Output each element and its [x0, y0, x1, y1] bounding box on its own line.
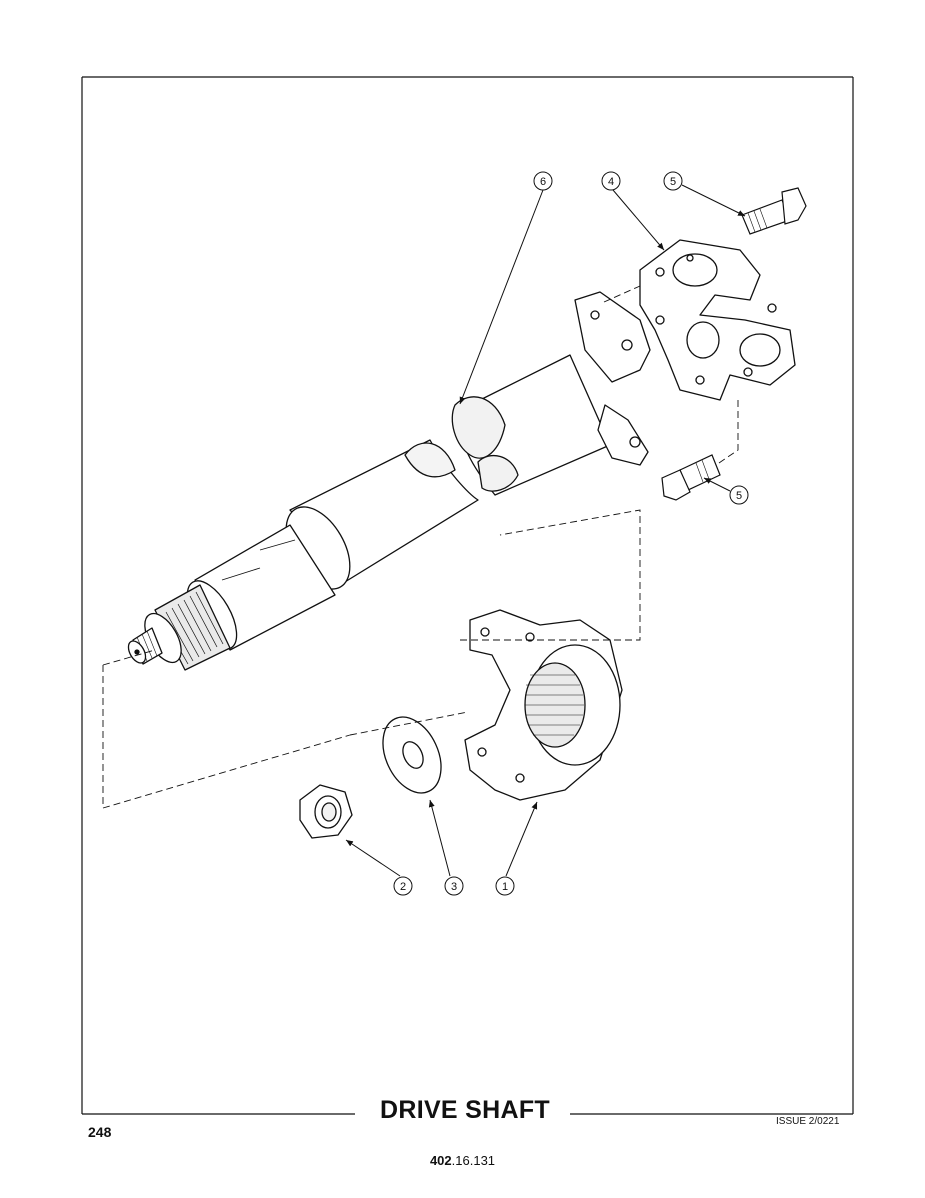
end-yoke [464, 609, 623, 801]
callout-4: 4 [601, 171, 621, 191]
assembly-guide-lines [102, 285, 739, 809]
svg-text:2: 2 [400, 881, 406, 893]
callout-3: 3 [444, 876, 464, 896]
callout-1: 1 [495, 876, 515, 896]
svg-text:5: 5 [736, 490, 742, 502]
bolt-lower [661, 454, 721, 501]
svg-text:4: 4 [608, 176, 614, 188]
callout-5-upper: 5 [663, 171, 683, 191]
reference-bold: 402 [429, 1153, 452, 1168]
reference-rest: .16.131 [451, 1153, 496, 1168]
washer [382, 716, 442, 794]
bolt-upper [741, 187, 807, 235]
svg-text:5: 5 [670, 176, 676, 188]
shaft-body [127, 439, 479, 671]
universal-joint-cross [639, 239, 796, 401]
callout-6: 6 [533, 171, 553, 191]
reference-number: 402.16.131 [0, 1153, 925, 1168]
lock-nut [299, 784, 353, 839]
leader-lines [345, 184, 746, 877]
page-title: DRIVE SHAFT [360, 1096, 570, 1125]
issue-label: ISSUE 2/0221 [776, 1116, 840, 1127]
svg-text:6: 6 [540, 176, 546, 188]
diagram-frame [81, 76, 854, 1115]
callout-2: 2 [393, 876, 413, 896]
svg-text:1: 1 [502, 881, 508, 893]
page-number: 248 [88, 1124, 112, 1140]
callout-5-lower: 5 [729, 485, 749, 505]
svg-text:3: 3 [451, 881, 457, 893]
slip-yoke-tube [451, 291, 651, 496]
